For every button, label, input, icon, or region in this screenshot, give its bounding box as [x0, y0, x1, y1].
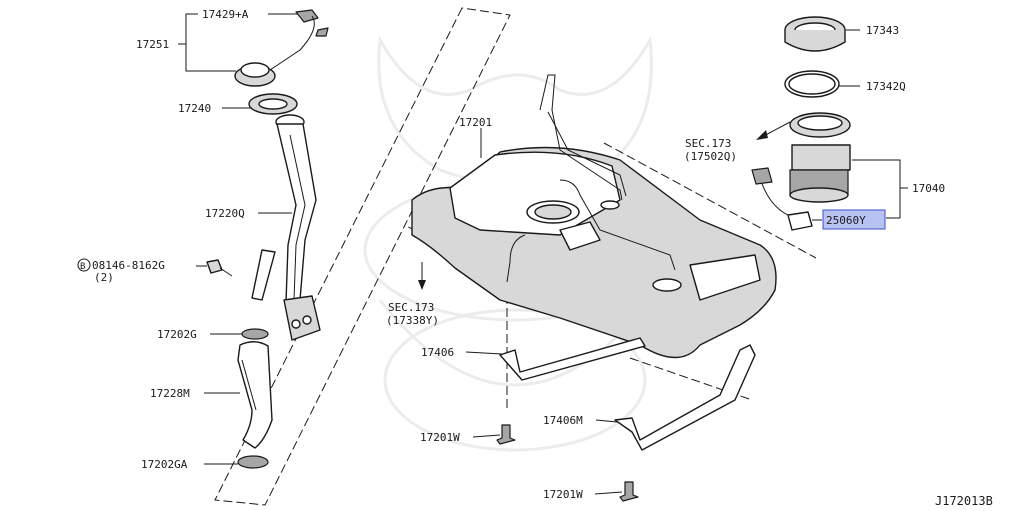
label-25060y: 25060Y [826, 214, 866, 227]
label-bolt-circle: B [80, 262, 85, 272]
label-17040: 17040 [912, 182, 945, 195]
label-bolt-qty: (2) [94, 271, 114, 284]
label-sec173-a-ref: (17338Y) [386, 314, 439, 327]
section-arrow-left [756, 121, 791, 140]
filler-hose [237, 341, 273, 449]
label-17342q: 17342Q [866, 80, 906, 93]
section-arrow-down [418, 262, 426, 290]
label-sec173-a: SEC.173 [388, 301, 434, 314]
lock-ring [784, 16, 846, 52]
tank-straps [499, 337, 756, 451]
watermark-emblem [363, 35, 667, 452]
bolt-part [206, 259, 233, 277]
filler-cap-tether [269, 9, 329, 71]
label-17406m: 17406M [543, 414, 583, 427]
label-bolt: 08146-8162G [92, 259, 165, 272]
fuel-level-sensor [787, 211, 813, 231]
fuel-pump-module [751, 112, 851, 219]
label-17201: 17201 [459, 116, 492, 129]
filler-tube [251, 114, 321, 341]
hose-clamp-upper [241, 328, 269, 340]
label-17202ga: 17202GA [141, 458, 188, 471]
label-17202g: 17202G [157, 328, 197, 341]
label-17201w-a: 17201W [420, 431, 460, 444]
filler-cap [234, 62, 276, 87]
label-sec173-b-ref: (17502Q) [684, 150, 737, 163]
filler-gasket [248, 93, 298, 115]
label-17228m: 17228M [150, 387, 190, 400]
label-17251: 17251 [136, 38, 169, 51]
label-17406: 17406 [421, 346, 454, 359]
diagram-id: J172013B [935, 494, 993, 508]
label-17240: 17240 [178, 102, 211, 115]
leader-lines [178, 13, 908, 495]
pump-seal [784, 70, 840, 98]
label-sec173-b: SEC.173 [685, 137, 731, 150]
highlight-box-25060y [822, 209, 886, 230]
strap-bolts [496, 424, 639, 502]
bolt-callout-circle [77, 258, 91, 272]
label-17220q: 17220Q [205, 207, 245, 220]
fuel-tank [411, 74, 777, 359]
hose-clamp-lower [237, 455, 269, 469]
label-17343: 17343 [866, 24, 899, 37]
label-17201w-b: 17201W [543, 488, 583, 501]
label-17429a: 17429+A [202, 8, 249, 21]
